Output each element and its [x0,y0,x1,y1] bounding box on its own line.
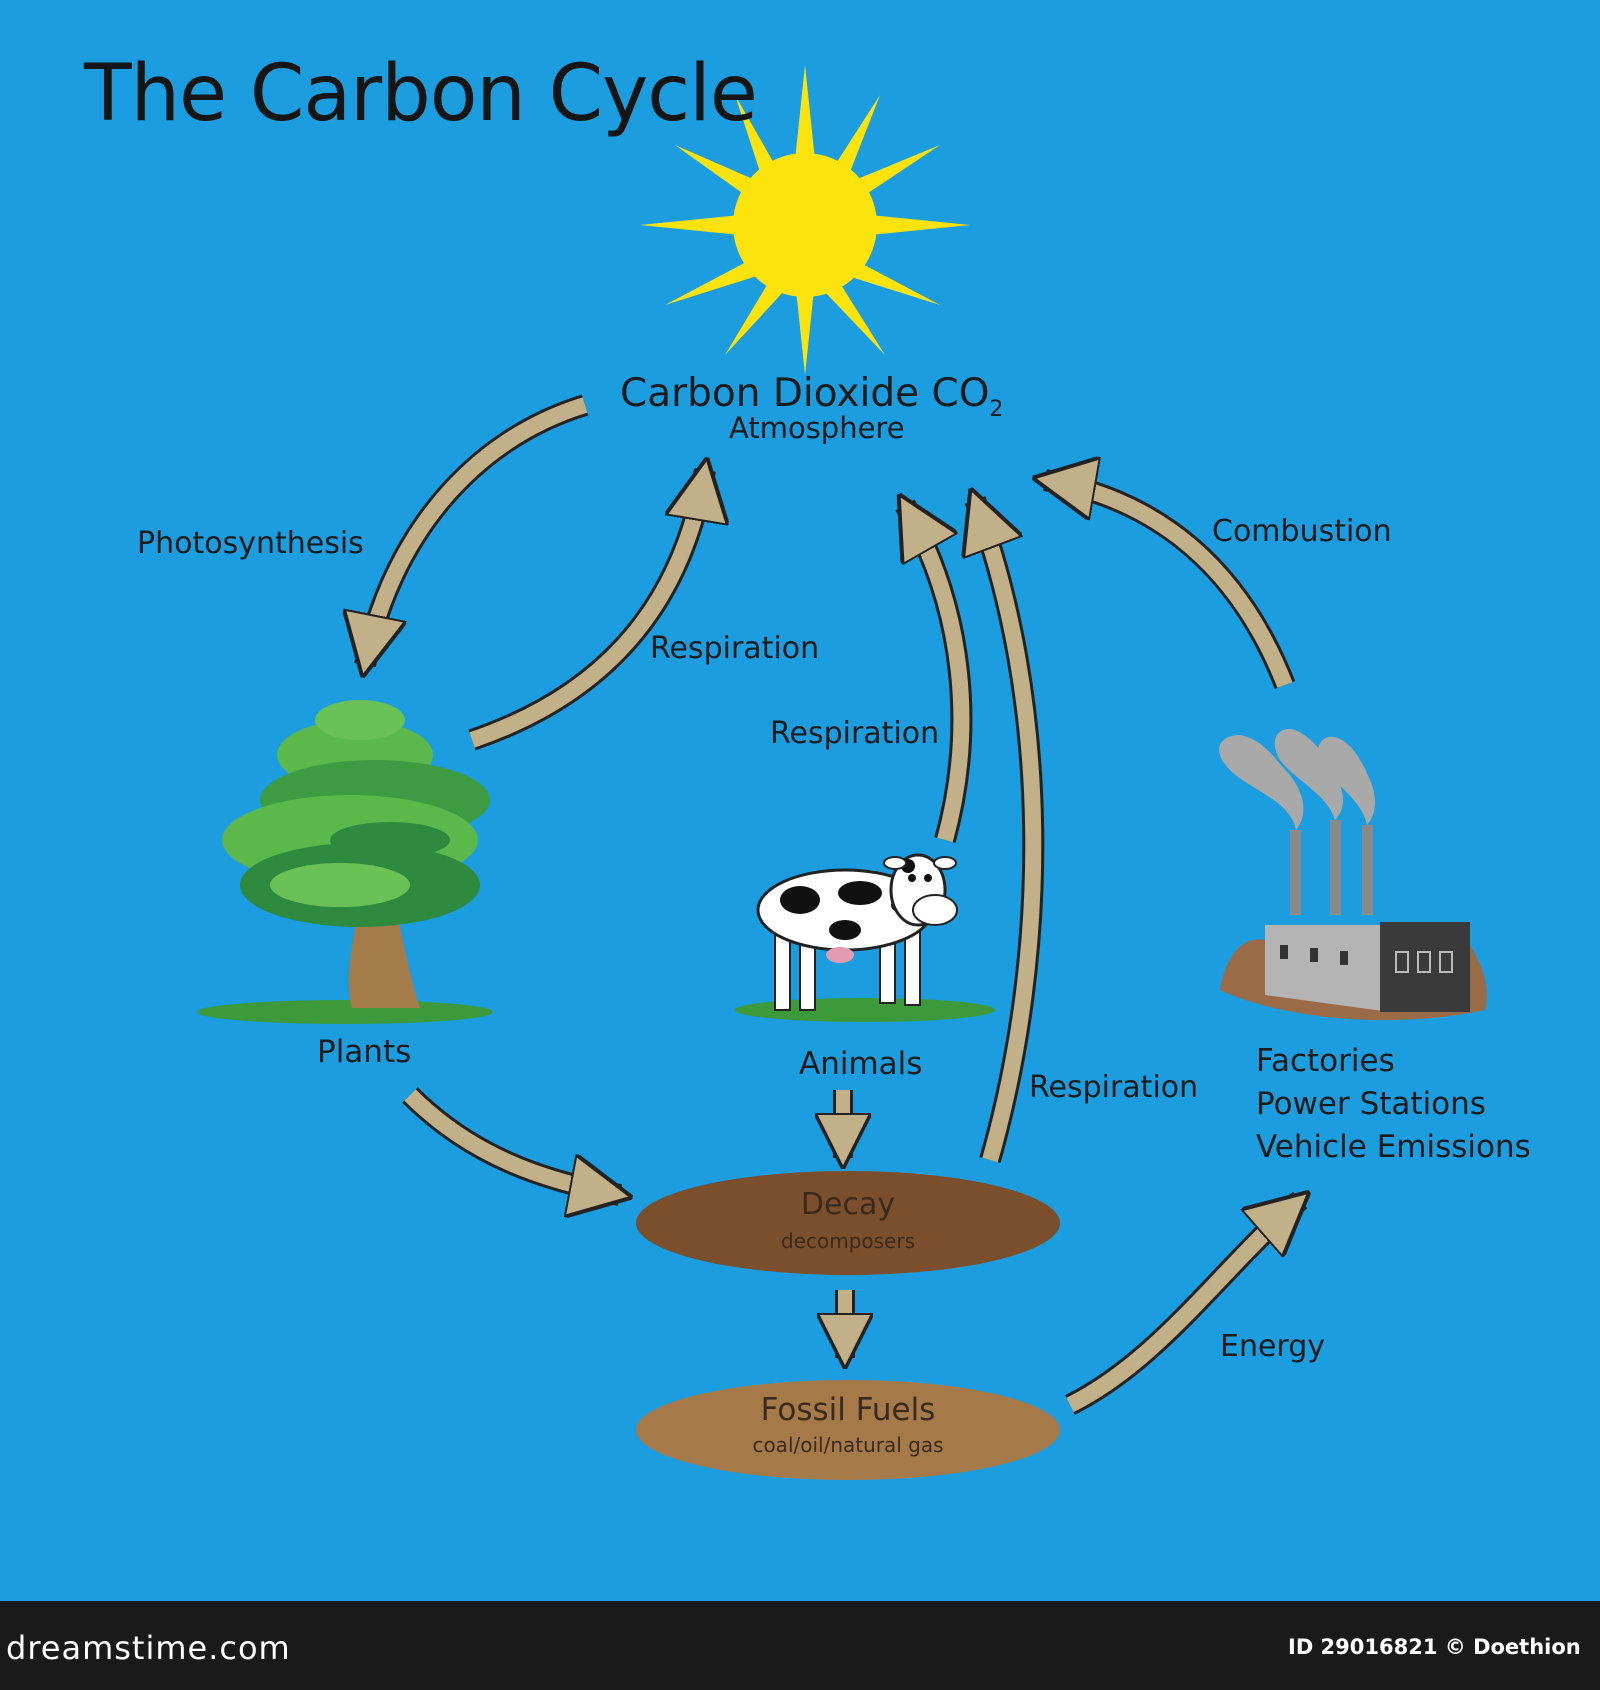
vehicle-emissions-label: Vehicle Emissions [1256,1129,1531,1165]
fossil-fuels-label: Fossil Fuels [760,1392,936,1428]
decay-respiration-label: Respiration [1029,1070,1199,1105]
footer-bar [0,1601,1600,1690]
co2-subscript: 2 [989,397,1004,422]
atmosphere-label-text: Carbon Dioxide CO [620,371,990,416]
power-stations-label: Power Stations [1256,1086,1486,1122]
flow-arrows [365,394,1300,1415]
plant-respiration-arrow [468,470,705,751]
combustion-label: Combustion [1212,514,1392,549]
footer-brand: dreamstime.com [6,1629,291,1667]
decay-sublabel: decomposers [780,1229,915,1253]
atmosphere-label: Carbon Dioxide CO2 [620,371,1004,422]
cow-icon [735,853,995,1022]
decay-label: Decay [800,1187,896,1222]
animal-respiration-label: Respiration [770,716,940,751]
tree-icon [197,700,493,1024]
page-title: The Carbon Cycle [84,49,758,139]
decay-pool [636,1171,1060,1275]
fossil-fuels-pool [636,1380,1060,1480]
photosynthesis-arrow [365,394,589,665]
plants-to-decay-arrow [402,1087,620,1195]
energy-arrow [1065,1200,1300,1415]
footer-image-id: ID 29016821 © Doethion [1288,1635,1581,1659]
photosynthesis-label: Photosynthesis [137,526,364,561]
sun-icon [640,65,970,375]
decay-respiration-arrow [975,500,1045,1164]
plants-label: Plants [317,1034,412,1070]
atmosphere-sublabel: Atmosphere [729,411,905,445]
energy-label: Energy [1220,1329,1326,1364]
combustion-arrow [1045,480,1296,690]
plant-respiration-label: Respiration [650,631,820,666]
factories-label: Factories [1256,1043,1395,1079]
factories-label-group: Factories Power Stations Vehicle Emissio… [1256,1040,1531,1169]
animals-label: Animals [799,1046,923,1082]
fossil-fuels-sublabel: coal/oil/natural gas [752,1433,944,1457]
animal-respiration-arrow [895,505,973,843]
factory-icon [1219,729,1487,1021]
carbon-cycle-artwork [197,65,1487,1480]
